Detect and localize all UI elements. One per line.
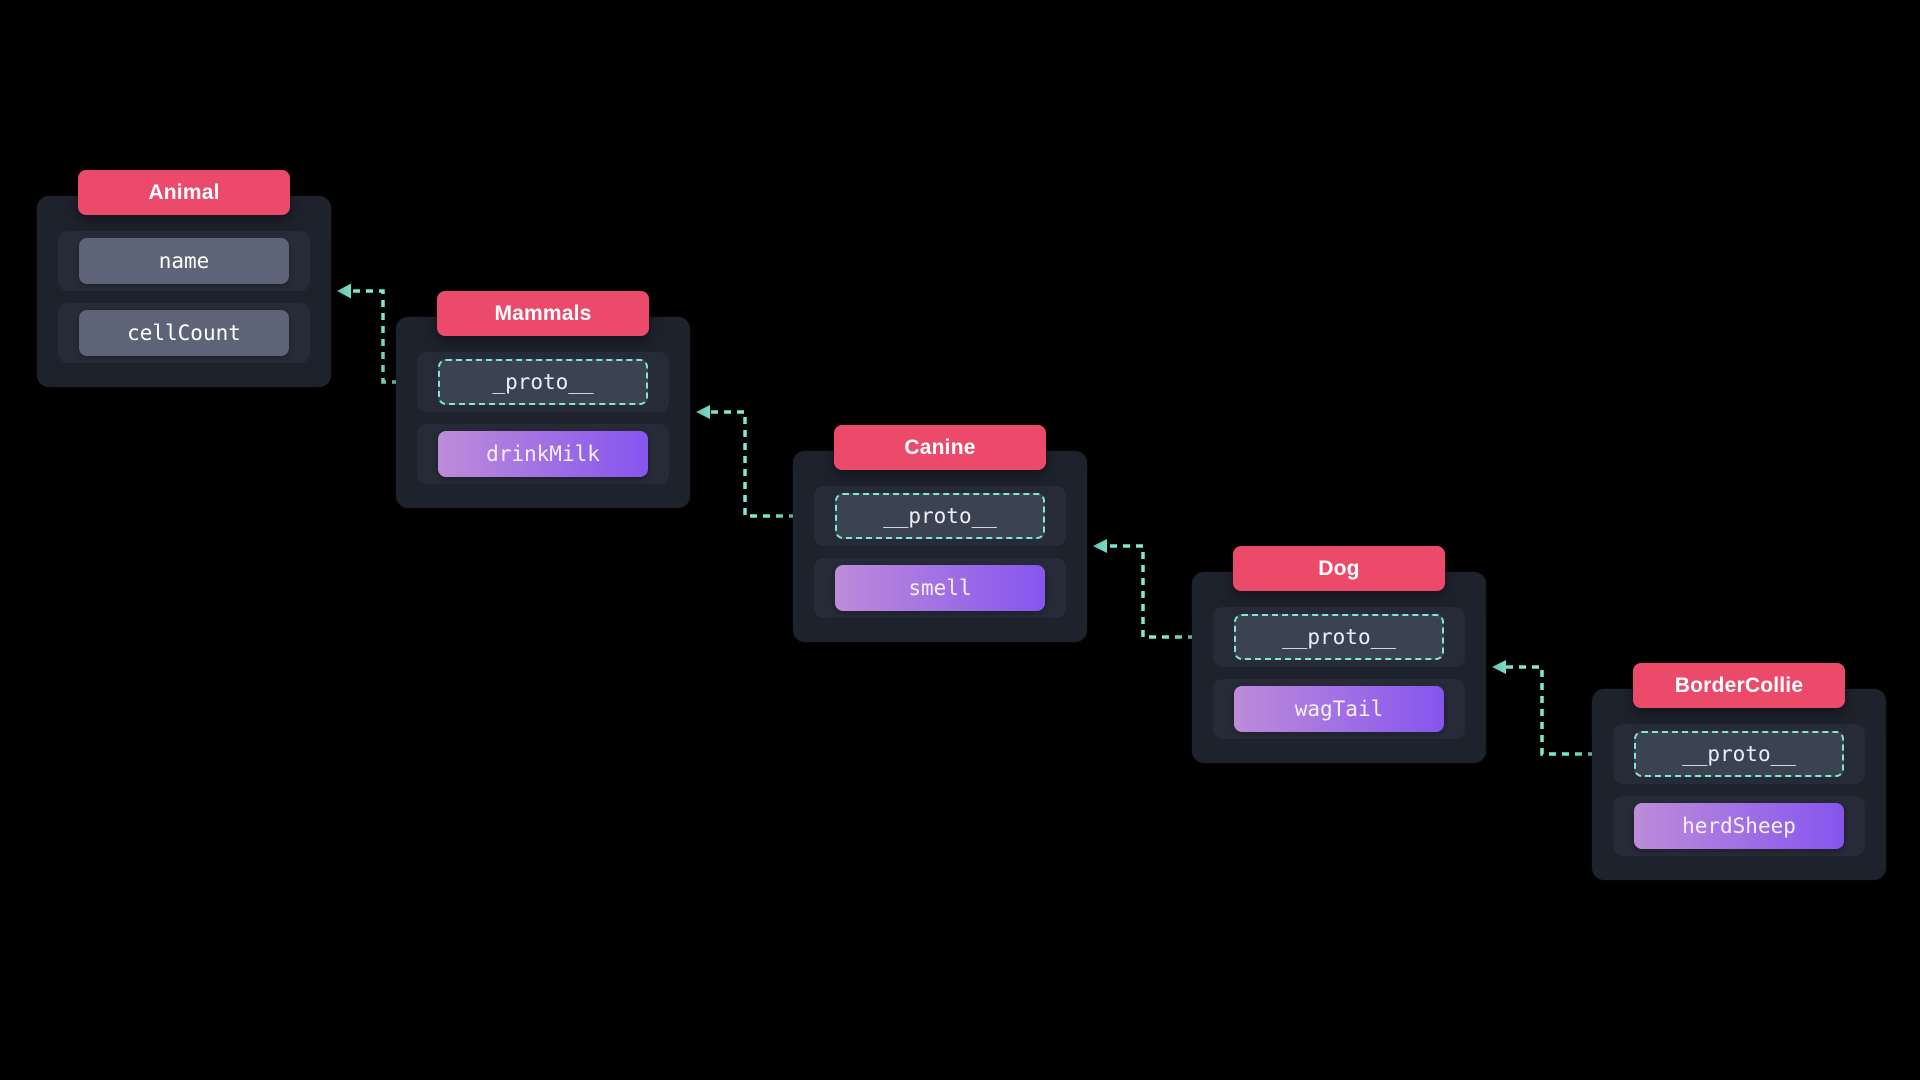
- arrowhead-icon: [1093, 539, 1107, 553]
- row-wrapper: _proto__: [417, 352, 669, 412]
- method-row-smell: smell: [835, 565, 1045, 611]
- proto-row-dog: __proto__: [1234, 614, 1444, 660]
- proto-row-bordercollie: __proto__: [1634, 731, 1844, 777]
- node-header-mammals: Mammals: [437, 291, 649, 336]
- row-wrapper: __proto__: [1613, 724, 1865, 784]
- row-wrapper: name: [58, 231, 310, 291]
- method-row-wagtail: wagTail: [1234, 686, 1444, 732]
- row-wrapper: wagTail: [1213, 679, 1465, 739]
- row-wrapper: cellCount: [58, 303, 310, 363]
- node-card-animal: Animal name cellCount: [37, 170, 331, 387]
- node-title: Animal: [148, 180, 220, 204]
- node-header-animal: Animal: [78, 170, 290, 215]
- row-wrapper: __proto__: [814, 486, 1066, 546]
- property-row-name: name: [79, 238, 289, 284]
- node-header-dog: Dog: [1233, 546, 1445, 591]
- row-wrapper: drinkMilk: [417, 424, 669, 484]
- row-wrapper: herdSheep: [1613, 796, 1865, 856]
- arrowhead-icon: [1492, 660, 1506, 674]
- row-wrapper: smell: [814, 558, 1066, 618]
- proto-row-mammals: _proto__: [438, 359, 648, 405]
- node-title: BorderCollie: [1674, 673, 1804, 697]
- arrowhead-icon: [696, 405, 710, 419]
- arrowhead-icon: [337, 283, 351, 299]
- method-row-drinkmilk: drinkMilk: [438, 431, 648, 477]
- node-title: Dog: [1318, 556, 1360, 580]
- node-card-canine: Canine __proto__ smell: [793, 425, 1087, 642]
- node-card-mammals: Mammals _proto__ drinkMilk: [396, 291, 690, 508]
- property-row-cellcount: cellCount: [79, 310, 289, 356]
- node-header-bordercollie: BorderCollie: [1633, 663, 1845, 708]
- node-title: Canine: [904, 435, 976, 459]
- method-row-herdsheep: herdSheep: [1634, 803, 1844, 849]
- node-title: Mammals: [494, 301, 592, 325]
- node-card-bordercollie: BorderCollie __proto__ herdSheep: [1592, 663, 1886, 880]
- row-wrapper: __proto__: [1213, 607, 1465, 667]
- node-card-dog: Dog __proto__ wagTail: [1192, 546, 1486, 763]
- node-header-canine: Canine: [834, 425, 1046, 470]
- proto-row-canine: __proto__: [835, 493, 1045, 539]
